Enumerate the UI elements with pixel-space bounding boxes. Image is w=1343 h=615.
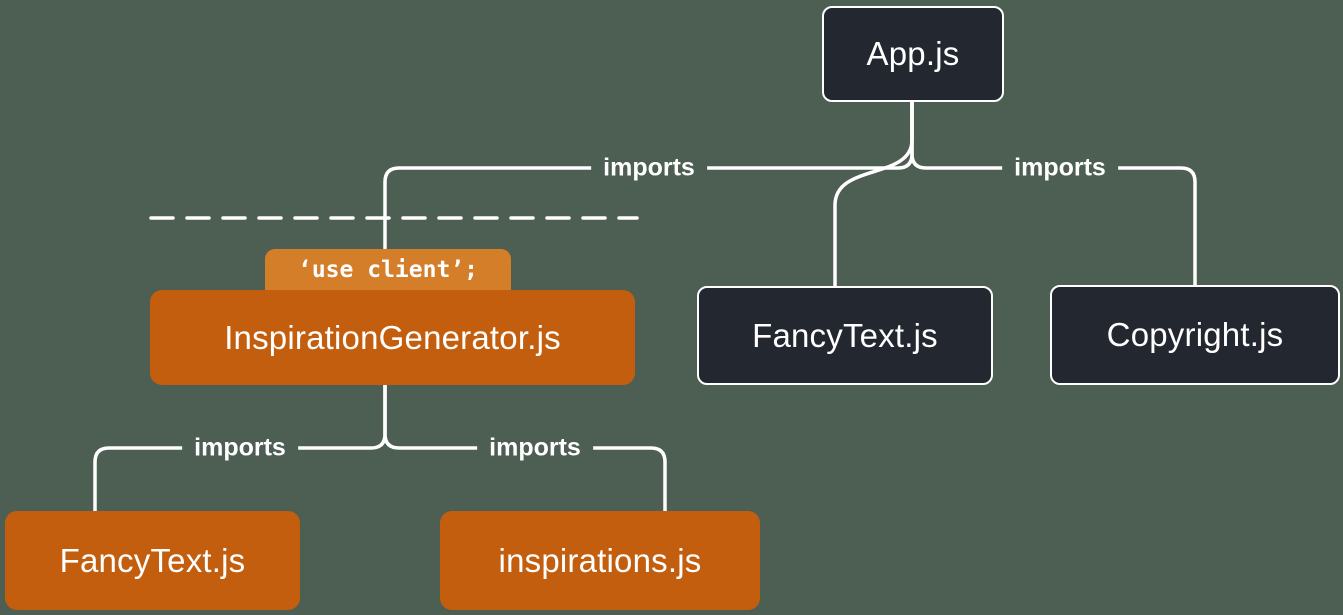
edge-label-imports-inspiration-generator-to-fancy-text: imports (182, 431, 298, 465)
edge-app-to-fancy-text-server (833, 100, 914, 288)
node-fancy-text-js-client-label: FancyText.js (59, 541, 246, 579)
node-copyright-js: Copyright.js (1050, 285, 1340, 385)
node-fancy-text-js-server-label: FancyText.js (752, 316, 938, 354)
edge-label-imports-app-to-copyright: imports (1002, 151, 1118, 185)
node-inspiration-generator-js-label: InspirationGenerator.js (224, 318, 561, 356)
node-inspirations-js-label: inspirations.js (498, 541, 702, 579)
use-client-directive-tab: ‘use client’; (265, 249, 511, 291)
node-inspirations-js: inspirations.js (440, 511, 760, 610)
node-copyright-js-label: Copyright.js (1106, 316, 1284, 353)
use-client-directive-label: ‘use client’; (297, 257, 478, 283)
edge-app-to-copyright (910, 100, 1197, 287)
node-fancy-text-js-client: FancyText.js (5, 511, 300, 610)
edge-label-imports-inspiration-generator-to-inspirations: imports (477, 431, 593, 465)
node-inspiration-generator-js: InspirationGenerator.js (150, 290, 635, 385)
node-app-js-label: App.js (866, 35, 960, 72)
node-app-js: App.js (822, 6, 1004, 102)
node-fancy-text-js-server: FancyText.js (697, 286, 993, 385)
edge-label-imports-app-to-inspiration-generator: imports (591, 151, 707, 185)
